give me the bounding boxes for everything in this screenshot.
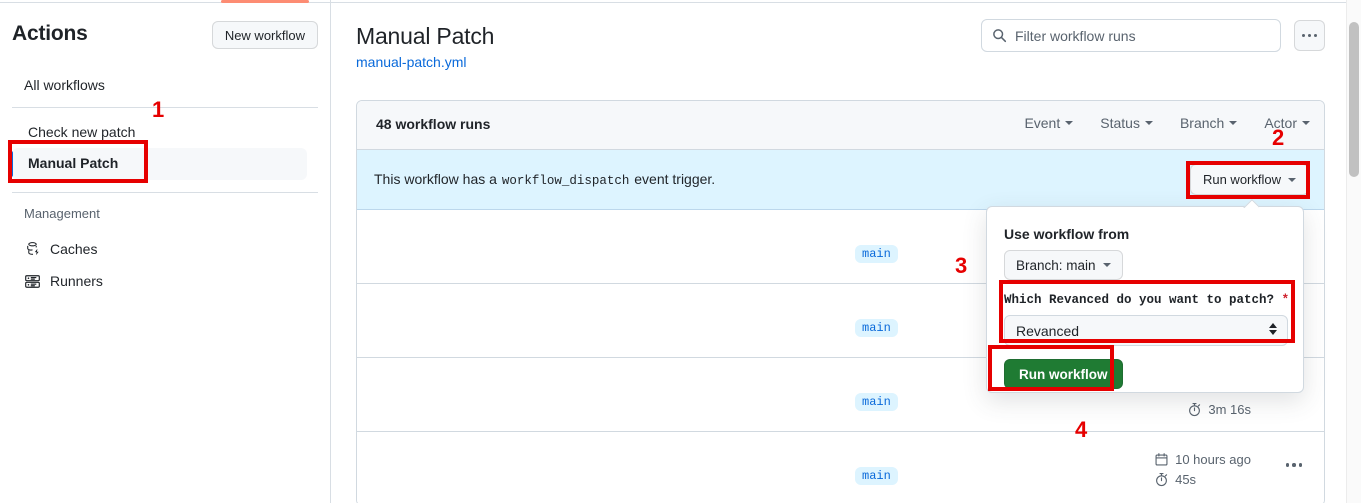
- select-stepper-icon: [1269, 323, 1277, 335]
- dispatch-text-before: This workflow has a: [374, 171, 497, 187]
- use-workflow-from-label: Use workflow from: [1004, 226, 1130, 242]
- stopwatch-icon: [1154, 472, 1169, 487]
- search-box[interactable]: [981, 19, 1281, 52]
- workflow-file-link[interactable]: manual-patch.yml: [356, 54, 467, 70]
- kebab-dot: [1292, 463, 1296, 467]
- search-icon: [992, 28, 1007, 43]
- sidebar-item-all-workflows[interactable]: All workflows: [24, 77, 105, 93]
- sidebar-divider-2: [12, 192, 318, 193]
- filter-actor[interactable]: Actor: [1264, 115, 1310, 131]
- run-meta: 10 hours ago 45s: [1154, 452, 1251, 487]
- filter-branch[interactable]: Branch: [1179, 115, 1238, 131]
- workflow-input-label-text: Which Revanced do you want to patch?: [1004, 293, 1275, 307]
- workflow-input-label: Which Revanced do you want to patch? *: [1004, 293, 1289, 307]
- sidebar-section-management-label: Management: [24, 206, 100, 221]
- filter-event[interactable]: Event: [1024, 115, 1074, 131]
- kebab-horizontal-icon: [1302, 34, 1317, 37]
- chevron-down-icon: [1288, 177, 1296, 182]
- stopwatch-icon: [1187, 402, 1202, 417]
- table-row[interactable]: main 10 hours ago: [357, 432, 1324, 503]
- run-timestamp: 10 hours ago: [1154, 452, 1251, 467]
- workflow-title: Manual Patch: [356, 23, 495, 49]
- workflow-dispatch-banner: This workflow has a workflow_dispatch ev…: [357, 150, 1324, 210]
- workflow-runs-header: 48 workflow runs Event Status Branch: [357, 101, 1324, 150]
- chevron-down-icon: [1302, 121, 1310, 125]
- filter-bar: Event Status Branch Actor: [1024, 115, 1310, 131]
- filter-label: Event: [1024, 115, 1061, 131]
- run-duration-text: 45s: [1175, 472, 1197, 487]
- page-title: Actions: [12, 22, 88, 45]
- popover-arrow-icon: [1243, 199, 1259, 208]
- more-options-button[interactable]: [1294, 20, 1325, 51]
- dispatch-event-code: workflow_dispatch: [501, 174, 630, 188]
- required-marker: *: [1281, 293, 1290, 307]
- runners-icon: [24, 273, 41, 290]
- workflow-input-select-value: Revanced: [1016, 323, 1080, 339]
- filter-label: Actor: [1264, 115, 1297, 131]
- popover-run-workflow-button[interactable]: Run workflow: [1004, 359, 1123, 389]
- branch-select-button[interactable]: Branch: main: [1004, 250, 1123, 280]
- workflow-input-select[interactable]: Revanced: [1004, 315, 1288, 346]
- actions-sidebar: Actions New workflow All workflows Check…: [0, 3, 330, 503]
- dispatch-banner-text: This workflow has a workflow_dispatch ev…: [374, 171, 715, 188]
- top-hairline-divider: [0, 2, 1361, 3]
- sidebar-item-label: Manual Patch: [28, 155, 119, 171]
- sidebar-item-check-new-patch[interactable]: Check new patch: [28, 124, 136, 140]
- run-workflow-dropdown-button[interactable]: Run workflow: [1189, 164, 1309, 195]
- active-tab-underline-icon: [221, 0, 309, 3]
- chevron-down-icon: [1229, 121, 1238, 125]
- sidebar-item-runners[interactable]: Runners: [24, 269, 103, 293]
- sidebar-divider-1: [12, 107, 318, 108]
- run-duration: 3m 16s: [1187, 402, 1251, 417]
- cache-icon: [24, 241, 41, 258]
- branch-badge[interactable]: main: [855, 245, 898, 263]
- chevron-down-icon: [1065, 121, 1074, 125]
- filter-label: Branch: [1179, 115, 1225, 131]
- page-scrollbar[interactable]: [1346, 0, 1361, 503]
- chevron-down-icon: [1102, 263, 1111, 267]
- sidebar-item-caches[interactable]: Caches: [24, 237, 97, 261]
- sidebar-item-label: Runners: [50, 273, 103, 289]
- run-workflow-popover: Use workflow from Branch: main Which Rev…: [986, 206, 1304, 393]
- sidebar-item-manual-patch[interactable]: Manual Patch: [9, 148, 307, 180]
- run-duration-text: 3m 16s: [1208, 402, 1251, 417]
- kebab-dot: [1298, 463, 1302, 467]
- dispatch-text-after: event trigger.: [634, 171, 716, 187]
- kebab-dot: [1285, 463, 1289, 467]
- branch-badge[interactable]: main: [855, 393, 898, 411]
- run-workflow-button-label: Run workflow: [1202, 172, 1281, 187]
- new-workflow-button[interactable]: New workflow: [211, 21, 318, 49]
- sidebar-item-label: Caches: [50, 241, 98, 257]
- scrollbar-thumb[interactable]: [1349, 22, 1359, 177]
- search-input[interactable]: [1015, 27, 1280, 44]
- workflow-runs-count: 48 workflow runs: [376, 116, 491, 132]
- branch-badge[interactable]: main: [855, 467, 898, 485]
- run-timestamp-text: 10 hours ago: [1175, 452, 1251, 467]
- row-more-options-button[interactable]: [1285, 463, 1302, 467]
- run-meta: 3m 16s: [1187, 402, 1251, 417]
- calendar-icon: [1154, 452, 1169, 467]
- chevron-down-icon: [1144, 121, 1153, 125]
- filter-label: Status: [1100, 115, 1140, 131]
- branch-select-label: Branch: main: [1016, 257, 1096, 273]
- run-duration: 45s: [1154, 472, 1196, 487]
- filter-status[interactable]: Status: [1100, 115, 1153, 131]
- branch-badge[interactable]: main: [855, 319, 898, 337]
- top-tab-strip: [0, 0, 1361, 4]
- sidebar-header: Actions New workflow: [12, 21, 318, 53]
- sidebar-vertical-divider: [330, 0, 331, 503]
